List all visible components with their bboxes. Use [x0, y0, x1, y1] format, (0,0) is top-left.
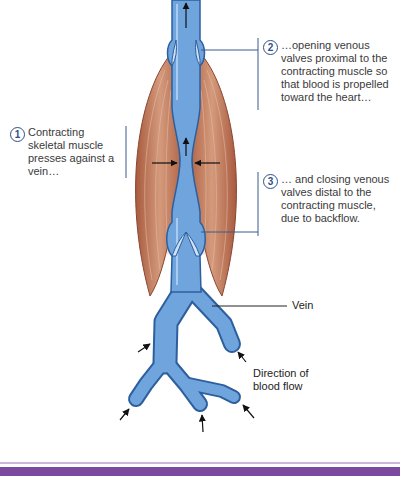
part-label: Direction of blood flow [252, 367, 328, 393]
vein [167, 0, 206, 292]
callout-bar [258, 172, 259, 236]
callout-text: … and closing venous valves distal to th… [281, 173, 396, 225]
flow-arrow [243, 405, 254, 418]
callout-leaders [126, 38, 287, 306]
vein-branch-outline [165, 290, 186, 362]
vein-branch [184, 383, 234, 397]
callout-text: …opening venous valves proximal to the c… [281, 39, 396, 104]
callout-bar [126, 126, 127, 178]
flow-arrow [120, 409, 129, 420]
closed-valve [186, 232, 200, 256]
callout-number: 2 [263, 40, 278, 55]
callout-text: Contracting skeletal muscle presses agai… [28, 126, 122, 178]
venous-valves [172, 40, 200, 256]
closed-valve [172, 232, 186, 256]
vein-branch-outline [192, 290, 232, 344]
part-label: Vein [291, 299, 314, 312]
vein-branches [136, 290, 234, 404]
flow-arrow [202, 415, 203, 432]
vein-branch [165, 290, 186, 362]
muscle-striation [207, 70, 227, 280]
leader-line [212, 306, 287, 307]
flow-arrow [185, 138, 186, 156]
pressure-arrow [152, 162, 177, 163]
footer-rule [0, 462, 400, 464]
callout-number: 1 [10, 127, 25, 142]
pressure-arrow [195, 162, 220, 163]
arrows [120, 3, 254, 432]
callout-bar [258, 38, 259, 110]
flow-arrow [138, 344, 150, 352]
leader-line [201, 232, 258, 233]
flow-arrow [238, 352, 246, 362]
vein-branch [192, 290, 232, 344]
callout-number: 3 [263, 174, 278, 189]
flow-arrow [185, 3, 186, 28]
open-valve [172, 40, 177, 66]
vein-branch-outline [136, 360, 165, 399]
open-valve [196, 40, 201, 66]
footer-band [0, 467, 400, 476]
vein-branch [136, 360, 165, 399]
muscle-striation [145, 70, 165, 280]
leader-line [201, 50, 258, 51]
